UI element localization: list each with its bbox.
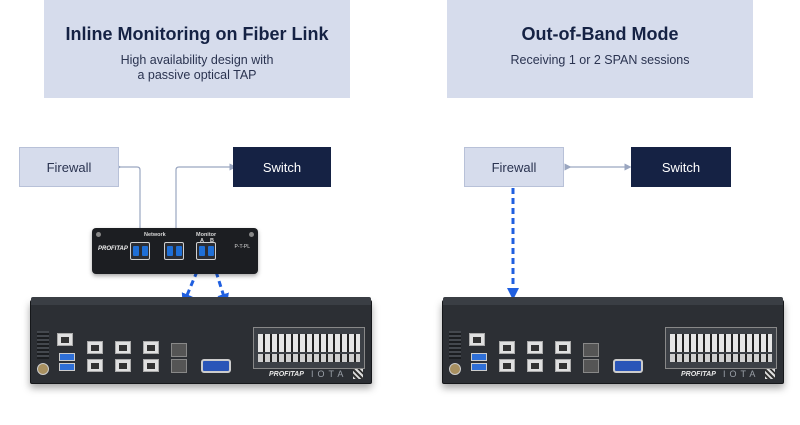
left-panel-subtitle-line1: High availability design with: [120, 53, 274, 67]
right-vga-port: [613, 359, 643, 373]
right-switch-label: Switch: [661, 159, 701, 175]
tap-network-port-2: [164, 242, 184, 260]
right-server-top: [443, 297, 783, 305]
right-power-button: [449, 363, 461, 375]
left-server-brand-logo: PROFITAP: [269, 371, 304, 378]
right-rj-port: [499, 359, 515, 372]
left-firewall-box: Firewall: [19, 147, 119, 187]
left-expansion-card: [253, 327, 365, 369]
tap-side-label: P-T-PL: [234, 244, 250, 250]
tap-to-switch-line: [175, 163, 237, 240]
right-server-qr: [765, 369, 775, 379]
left-mgmt-port: [57, 333, 73, 346]
tap-monitor-a-label: A: [200, 238, 204, 244]
right-header-panel: Out-of-Band Mode Receiving 1 or 2 SPAN s…: [447, 0, 753, 98]
left-rj-port: [143, 341, 159, 354]
left-rj-port: [143, 359, 159, 372]
right-expansion-card: [665, 327, 777, 369]
left-card-ports: [258, 334, 360, 352]
left-switch-label: Switch: [262, 159, 302, 175]
left-header-panel: Inline Monitoring on Fiber Link High ava…: [44, 0, 350, 98]
right-sfp-port: [583, 343, 599, 357]
right-panel-subtitle: Receiving 1 or 2 SPAN sessions: [447, 53, 753, 68]
right-panel-title: Out-of-Band Mode: [521, 24, 679, 44]
right-rj-port: [527, 341, 543, 354]
right-sfp-port: [583, 359, 599, 373]
left-rj-port: [87, 341, 103, 354]
tap-network-label: Network: [144, 232, 166, 238]
left-server-model: IOTA: [311, 369, 348, 379]
right-usb-port-2: [471, 363, 487, 371]
right-rj-port: [555, 341, 571, 354]
right-server-brand-logo: PROFITAP: [681, 371, 716, 378]
right-rj-port: [555, 359, 571, 372]
right-server-vent: [449, 331, 461, 359]
tap-monitor-port: [196, 242, 216, 260]
left-sfp-port: [171, 343, 187, 357]
right-firewall-box: Firewall: [464, 147, 564, 187]
tap-screw-right: [249, 232, 254, 237]
left-panel-subtitle: High availability design with a passive …: [44, 53, 350, 83]
tap-screw-left: [96, 232, 101, 237]
tap-monitor-label: Monitor: [196, 232, 217, 238]
left-server-qr: [353, 369, 363, 379]
left-server-vent: [37, 331, 49, 359]
right-server-appliance: PROFITAP IOTA: [442, 297, 784, 384]
right-server-model: IOTA: [723, 369, 760, 379]
right-usb-port-1: [471, 353, 487, 361]
tap-monitor-b-label: B: [210, 238, 214, 244]
left-server-appliance: PROFITAP IOTA: [30, 297, 372, 384]
firewall-to-tap-line: [114, 163, 144, 244]
left-card-ports-lower: [258, 354, 360, 362]
right-rj-port: [499, 341, 515, 354]
left-usb-port-1: [59, 353, 75, 361]
right-card-ports-lower: [670, 354, 772, 362]
tap-brand-logo: PROFITAP: [98, 246, 128, 252]
right-firewall-label: Firewall: [491, 159, 537, 175]
right-mgmt-port: [469, 333, 485, 346]
left-panel-title: Inline Monitoring on Fiber Link: [65, 24, 329, 44]
left-rj-port: [115, 341, 131, 354]
left-server-top: [31, 297, 371, 305]
right-switch-box: Switch: [631, 147, 731, 187]
left-panel-subtitle-line2: a passive optical TAP: [137, 68, 257, 82]
left-usb-port-2: [59, 363, 75, 371]
tap-device: PROFITAP Network Monitor A B P-T-PL: [92, 228, 258, 274]
right-card-ports: [670, 334, 772, 352]
monitor-b-dashed-arrow: [211, 261, 229, 306]
right-rj-port: [527, 359, 543, 372]
right-panel-subtitle-line1: Receiving 1 or 2 SPAN sessions: [510, 53, 690, 67]
left-power-button: [37, 363, 49, 375]
left-switch-box: Switch: [233, 147, 331, 187]
left-firewall-label: Firewall: [46, 159, 92, 175]
left-rj-port: [87, 359, 103, 372]
left-rj-port: [115, 359, 131, 372]
monitor-a-dashed-arrow: [181, 261, 203, 306]
left-sfp-port: [171, 359, 187, 373]
tap-network-port-1: [130, 242, 150, 260]
left-vga-port: [201, 359, 231, 373]
